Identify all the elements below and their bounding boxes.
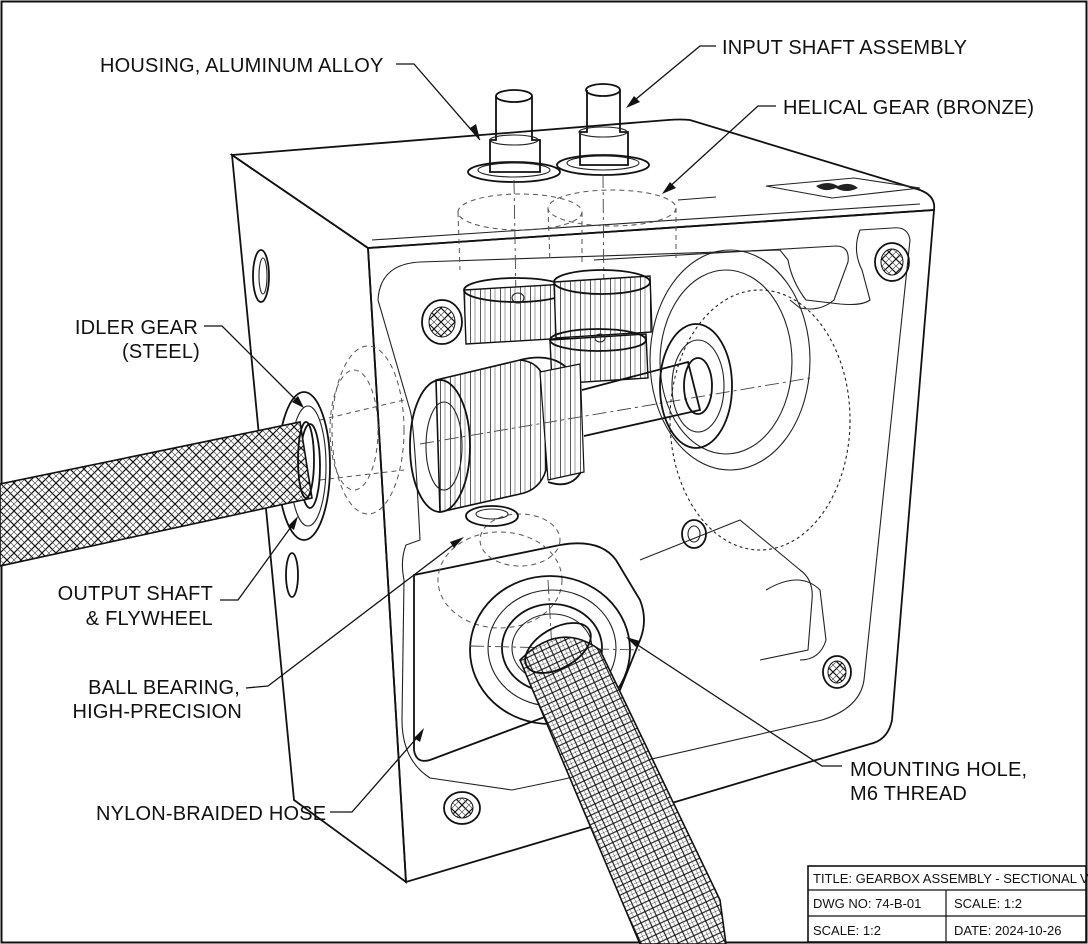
helical-gear-left (463, 283, 569, 345)
leader-output-shaft (220, 519, 297, 601)
hidden-flywheel-left (319, 345, 405, 515)
label-mounting-hole-1: MOUNTING HOLE, (850, 759, 1027, 781)
input-shaft-assembly (467, 83, 650, 183)
logo-plate (765, 177, 921, 199)
arrow-idler-gear (292, 396, 304, 408)
top-face-slot (677, 196, 717, 201)
label-input-shaft: INPUT SHAFT ASSEMBLY (722, 37, 967, 59)
title-block-scale-top: SCALE: 1:2 (954, 896, 1022, 911)
right-bearing-flywheel (649, 249, 851, 551)
mounting-hole-bottom-left (443, 791, 481, 825)
hidden-gear-outlines (457, 173, 677, 301)
housing (229, 118, 936, 884)
leader-lines (204, 45, 842, 813)
label-helical-gear: HELICAL GEAR (BRONZE) (783, 97, 1034, 119)
label-hose: NYLON-BRAIDED HOSE (96, 803, 326, 825)
callout-labels: HOUSING, ALUMINUM ALLOY INPUT SHAFT ASSE… (58, 37, 1034, 825)
arrow-output-shaft (288, 516, 298, 530)
housing-front-rim (377, 227, 911, 791)
leader-mounting-hole (629, 639, 842, 767)
side-hole-upper (252, 249, 270, 303)
housing-inner-floor (639, 519, 813, 661)
label-housing: HOUSING, ALUMINUM ALLOY (100, 55, 384, 77)
front-lower-flange (413, 542, 645, 762)
housing-top-face (229, 118, 936, 249)
title-block-dwg-no: DWG NO: 74-B-01 (813, 896, 921, 911)
braided-hose-left (0, 421, 315, 567)
side-hole-lower (285, 552, 299, 598)
hidden-lower-bearing (437, 505, 563, 629)
gear-bolt (421, 299, 463, 345)
arrow-mounting-hole (626, 637, 640, 647)
logo-mark-icon (816, 183, 858, 191)
arrow-input-shaft (626, 96, 640, 108)
housing-front-face (367, 209, 935, 884)
label-ball-bearing-1: BALL BEARING, (88, 677, 240, 699)
leader-housing (396, 63, 481, 141)
title-block-date: DATE: 2024-10-26 (954, 923, 1061, 938)
label-output-shaft-1: OUTPUT SHAFT (58, 583, 213, 605)
mounting-hole-top-right (874, 242, 910, 282)
leader-ball-bearing (245, 539, 461, 689)
label-ball-bearing-2: HIGH-PRECISION (73, 701, 242, 723)
leader-idler-gear (204, 325, 301, 405)
leader-helical-gear (665, 105, 776, 191)
label-mounting-hole-2: M6 THREAD (850, 783, 967, 805)
mounting-hole-front (681, 519, 707, 549)
label-output-shaft-2: & FLYWHEEL (86, 608, 213, 630)
title-block-scale-bottom: SCALE: 1:2 (813, 923, 881, 938)
arrow-housing (470, 124, 480, 140)
arrow-ball-bearing (450, 537, 464, 548)
title-block-title: TITLE: GEARBOX ASSEMBLY - SECTIONAL VIEW (813, 871, 1088, 886)
idler-gear (409, 356, 585, 513)
top-face-inner-edge (371, 203, 921, 241)
title-block: TITLE: GEARBOX ASSEMBLY - SECTIONAL VIEW… (807, 865, 1088, 943)
housing-inner-corner (765, 579, 827, 661)
leader-input-shaft (629, 45, 716, 105)
arrow-helical-gear (662, 182, 676, 194)
label-idler-gear-2: (STEEL) (122, 341, 200, 363)
housing-inner-pocket (593, 245, 849, 310)
mounting-hole-bottom-right (822, 655, 852, 689)
housing-left-face (230, 153, 408, 884)
leader-hose (330, 731, 423, 813)
braided-hose-front (519, 622, 727, 944)
arrow-hose (414, 728, 424, 742)
label-idler-gear-1: IDLER GEAR (75, 317, 198, 339)
main-shaft (419, 360, 811, 445)
